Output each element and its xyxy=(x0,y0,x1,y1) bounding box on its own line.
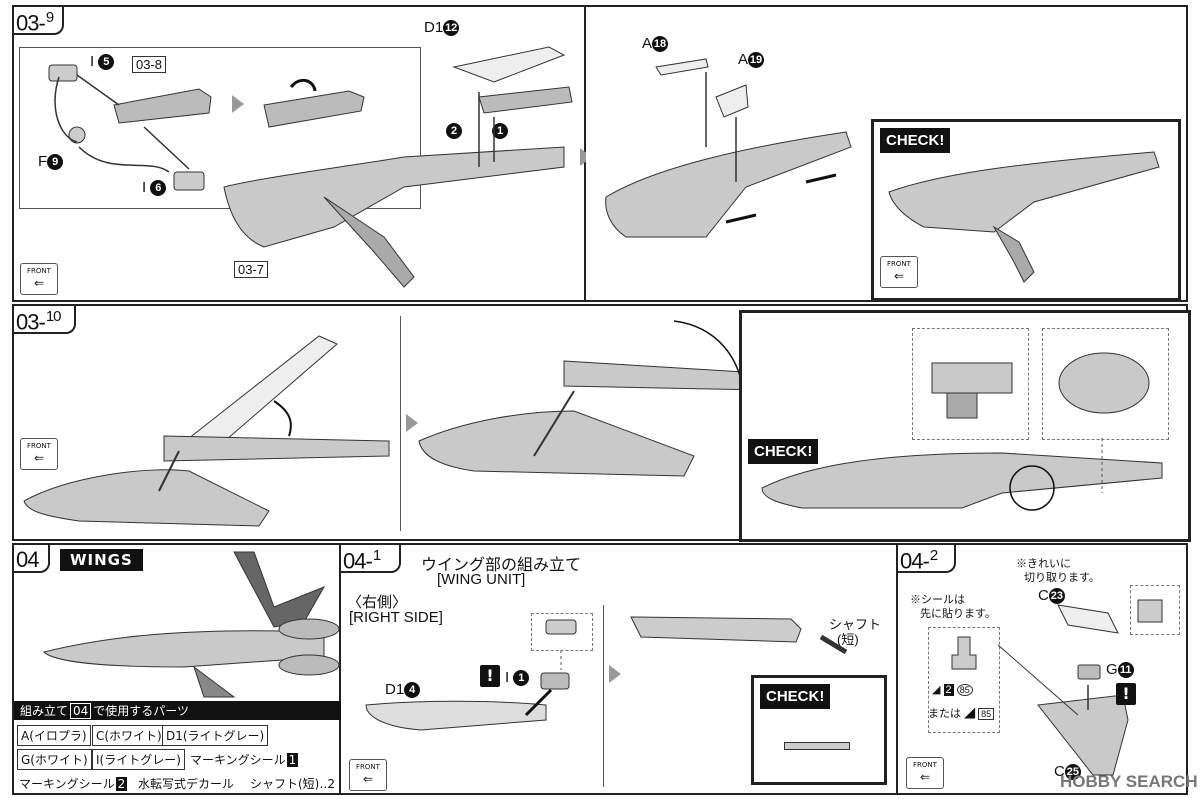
part-label-i1: I 1 xyxy=(505,669,530,687)
i1-part-drawing xyxy=(365,619,577,731)
shaft-short: シャフト(短)‥2 xyxy=(250,777,336,791)
step-tab xyxy=(14,306,76,334)
front-indicator: FRONT⇐ xyxy=(20,438,58,470)
ref-03-8: 03-8 xyxy=(132,56,167,73)
step-number: 03-9 xyxy=(16,9,54,36)
ref-03-7: 03-7 xyxy=(234,261,269,278)
seal-detail-drawing xyxy=(951,636,977,670)
side-label-jp: 〈右側〉 xyxy=(347,594,408,611)
divider xyxy=(400,316,401,531)
seal-option-1: ◢ 2 85 xyxy=(932,683,973,696)
wing-shaft-drawing xyxy=(630,616,848,655)
step-04-1-panel: 04-1 ウイング部の組み立て [WING UNIT] 〈右側〉 [RIGHT … xyxy=(341,543,898,795)
check-badge: CHECK! xyxy=(760,684,831,709)
step-number: 03-10 xyxy=(16,308,61,335)
warning-icon: ! xyxy=(1116,683,1136,705)
part-runner-d1: D1(ライトグレー) xyxy=(162,725,269,746)
seal-option-2: または ◢ 85 xyxy=(928,705,995,721)
check-badge: CHECK! xyxy=(880,128,951,153)
detail-drawings xyxy=(761,352,1163,511)
parts-assembly-drawing xyxy=(997,599,1163,776)
step-number: 04-1 xyxy=(343,547,381,574)
step-03-10-panel: 03-10 FRONT⇐ CHECK! xyxy=(12,304,1191,542)
side-label-en: [RIGHT SIDE] xyxy=(349,609,443,626)
fold-aircraft-drawing-1 xyxy=(23,335,390,527)
step-title-en: [WING UNIT] xyxy=(437,571,526,588)
note-clean-cut: ※きれいに切り取ります。 xyxy=(1016,558,1100,584)
step-tab xyxy=(14,545,50,573)
note-seal-first: ※シールは先に貼ります。 xyxy=(910,594,996,620)
check-aircraft-drawing xyxy=(888,151,1160,283)
shaft-check-drawing xyxy=(784,742,850,750)
check-box: CHECK! FRONT⇐ xyxy=(871,119,1181,301)
front-indicator: FRONT⇐ xyxy=(349,759,387,791)
step-title-jp: ウイング部の組み立て xyxy=(421,557,582,574)
front-indicator: FRONT⇐ xyxy=(906,757,944,789)
section-title: WINGS xyxy=(60,549,143,571)
warning-icon: ! xyxy=(480,665,500,687)
wings-overview-drawing xyxy=(43,551,340,698)
step-tab xyxy=(898,545,956,573)
step-tab xyxy=(341,545,401,573)
flow-arrow xyxy=(609,665,621,683)
shaft-label: シャフト(短) xyxy=(829,617,882,647)
order-badge-1: 1 xyxy=(492,122,508,140)
check-box: CHECK! xyxy=(739,310,1191,542)
step-tab xyxy=(14,7,64,35)
part-runner-i: I(ライトグレー) xyxy=(92,749,185,770)
water-decal: 水転写式デカール xyxy=(138,777,235,791)
front-indicator: FRONT⇐ xyxy=(20,263,58,295)
divider xyxy=(603,605,604,787)
attach-aircraft-drawing xyxy=(605,58,852,238)
flow-arrow xyxy=(232,95,244,113)
seal-icon: ◢ xyxy=(964,708,976,720)
step-number: 04-2 xyxy=(900,547,938,574)
check-box: CHECK! xyxy=(751,675,887,785)
part-label-i5: I 5 xyxy=(90,53,115,71)
seal-icon: ◢ xyxy=(932,684,941,696)
part-runner-a: A(イロプラ) xyxy=(17,725,91,746)
step-number: 04 xyxy=(16,547,40,572)
inset-parts-drawing xyxy=(48,64,365,191)
flow-arrow xyxy=(406,414,418,432)
main-aircraft-drawing xyxy=(223,46,573,288)
front-indicator: FRONT⇐ xyxy=(880,256,918,288)
part-label-i6: I 6 xyxy=(142,179,167,197)
fold-aircraft-drawing-2 xyxy=(418,320,810,477)
watermark: HOBBY SEARCH xyxy=(1060,772,1198,791)
order-badge-2: 2 xyxy=(446,122,462,140)
part-runner-c: C(ホワイト) xyxy=(92,725,166,746)
part-runner-g: G(ホワイト) xyxy=(17,749,92,770)
check-badge: CHECK! xyxy=(748,439,819,464)
